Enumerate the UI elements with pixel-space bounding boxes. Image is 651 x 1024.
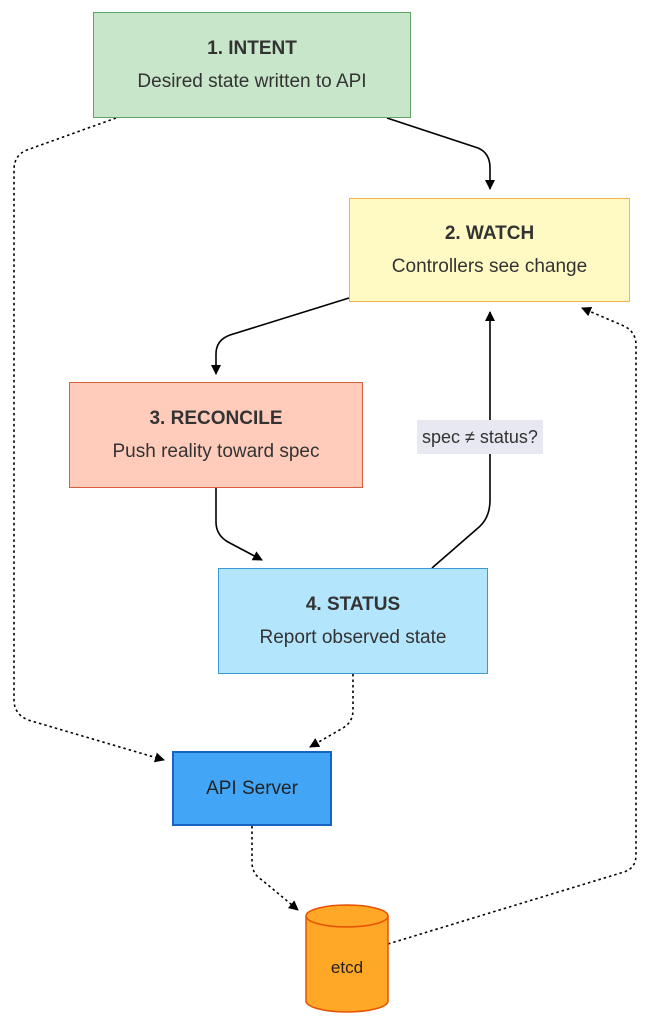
etcd-cylinder-body (305, 916, 389, 1013)
edge-intent-to-watch (386, 117, 495, 190)
node-watch-desc: Controllers see change (391, 256, 588, 277)
node-reconcile: 3. RECONCILE Push reality toward spec (69, 382, 363, 488)
etcd-cylinder-top (305, 904, 389, 928)
node-reconcile-title: 3. RECONCILE (149, 408, 283, 429)
node-intent: 1. INTENT Desired state written to API (93, 12, 411, 118)
node-api-server-label: API Server (206, 777, 298, 799)
node-etcd-label: etcd (330, 958, 364, 977)
node-intent-desc: Desired state written to API (137, 71, 367, 92)
edge-etcd-to-watch (387, 306, 637, 945)
edge-api-to-etcd (251, 826, 299, 911)
edge-intent-to-api (13, 117, 165, 763)
edge-watch-to-reconcile (211, 297, 350, 375)
node-status-title: 4. STATUS (305, 594, 401, 615)
node-status: 4. STATUS Report observed state (218, 568, 488, 674)
node-watch-title: 2. WATCH (444, 223, 535, 244)
node-status-desc: Report observed state (259, 627, 447, 648)
etcd-cylinder (305, 904, 389, 1013)
edge-status-to-api (309, 674, 354, 748)
edge-status-to-watch-label: spec ≠ status? (417, 420, 543, 454)
edge-reconcile-to-status (215, 488, 263, 561)
node-reconcile-desc: Push reality toward spec (112, 441, 320, 462)
node-intent-title: 1. INTENT (207, 38, 297, 59)
node-api-server: API Server (172, 751, 332, 826)
node-watch: 2. WATCH Controllers see change (349, 198, 630, 302)
edge-status-to-watch (431, 311, 495, 569)
